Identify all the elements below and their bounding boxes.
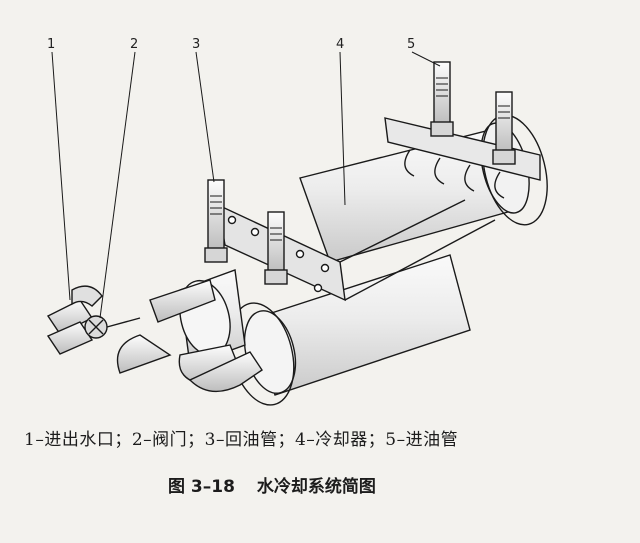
leader-lines [51, 51, 441, 319]
callout-5: 5 [407, 37, 416, 52]
valve [84, 315, 141, 339]
figure-caption: 图 3–18 水冷却系统简图 [168, 472, 376, 497]
figure-title: 水冷却系统简图 [256, 477, 376, 497]
figure-legend: 1–进出水口；2–阀门；3–回油管；4–冷却器；5–进油管 [24, 430, 459, 450]
cooling-system-drawing [46, 51, 548, 406]
callout-2: 2 [130, 37, 139, 52]
water-ports [46, 285, 103, 355]
cooler-cylinder-front [229, 254, 471, 406]
return-oil-pipes [204, 179, 288, 285]
callout-4: 4 [336, 37, 345, 52]
water-pipes [116, 279, 263, 393]
figure-number: 图 3–18 [168, 477, 235, 497]
diagram-canvas: 1 2 3 4 5 [46, 37, 548, 406]
callout-1: 1 [47, 37, 56, 52]
callout-3: 3 [192, 37, 201, 52]
inlet-oil-pipes [430, 61, 516, 165]
